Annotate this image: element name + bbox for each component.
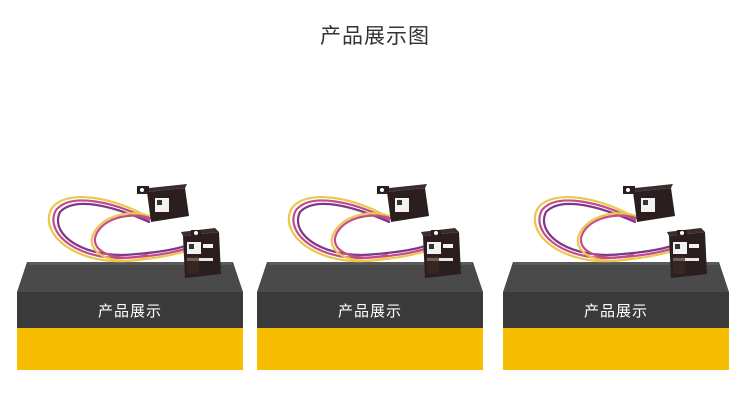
sensor-module-upper xyxy=(623,184,675,222)
sensor-module-upper xyxy=(377,184,429,222)
product-image xyxy=(287,184,461,278)
pedestal-base xyxy=(503,328,729,370)
pedestal-front: 产品展示 xyxy=(503,292,729,328)
pedestal-label: 产品展示 xyxy=(583,301,648,320)
pedestal-label: 产品展示 xyxy=(97,301,162,320)
sensor-module-lower xyxy=(667,228,707,278)
pedestal-label: 产品展示 xyxy=(337,301,402,320)
page-title: 产品展示图 xyxy=(320,24,430,48)
sensor-module-upper xyxy=(137,184,189,222)
sensor-module-lower xyxy=(181,228,221,278)
pedestal-base xyxy=(17,328,243,370)
sensor-module-lower xyxy=(421,228,461,278)
product-image xyxy=(47,184,221,278)
product-showcase: 产品展示 xyxy=(503,0,729,401)
product-showcase: 产品展示 xyxy=(257,0,483,401)
pedestal-front: 产品展示 xyxy=(17,292,243,328)
product-image xyxy=(533,184,707,278)
pedestal-base xyxy=(257,328,483,370)
pedestal-front: 产品展示 xyxy=(257,292,483,328)
product-showcase: 产品展示 xyxy=(17,0,243,401)
